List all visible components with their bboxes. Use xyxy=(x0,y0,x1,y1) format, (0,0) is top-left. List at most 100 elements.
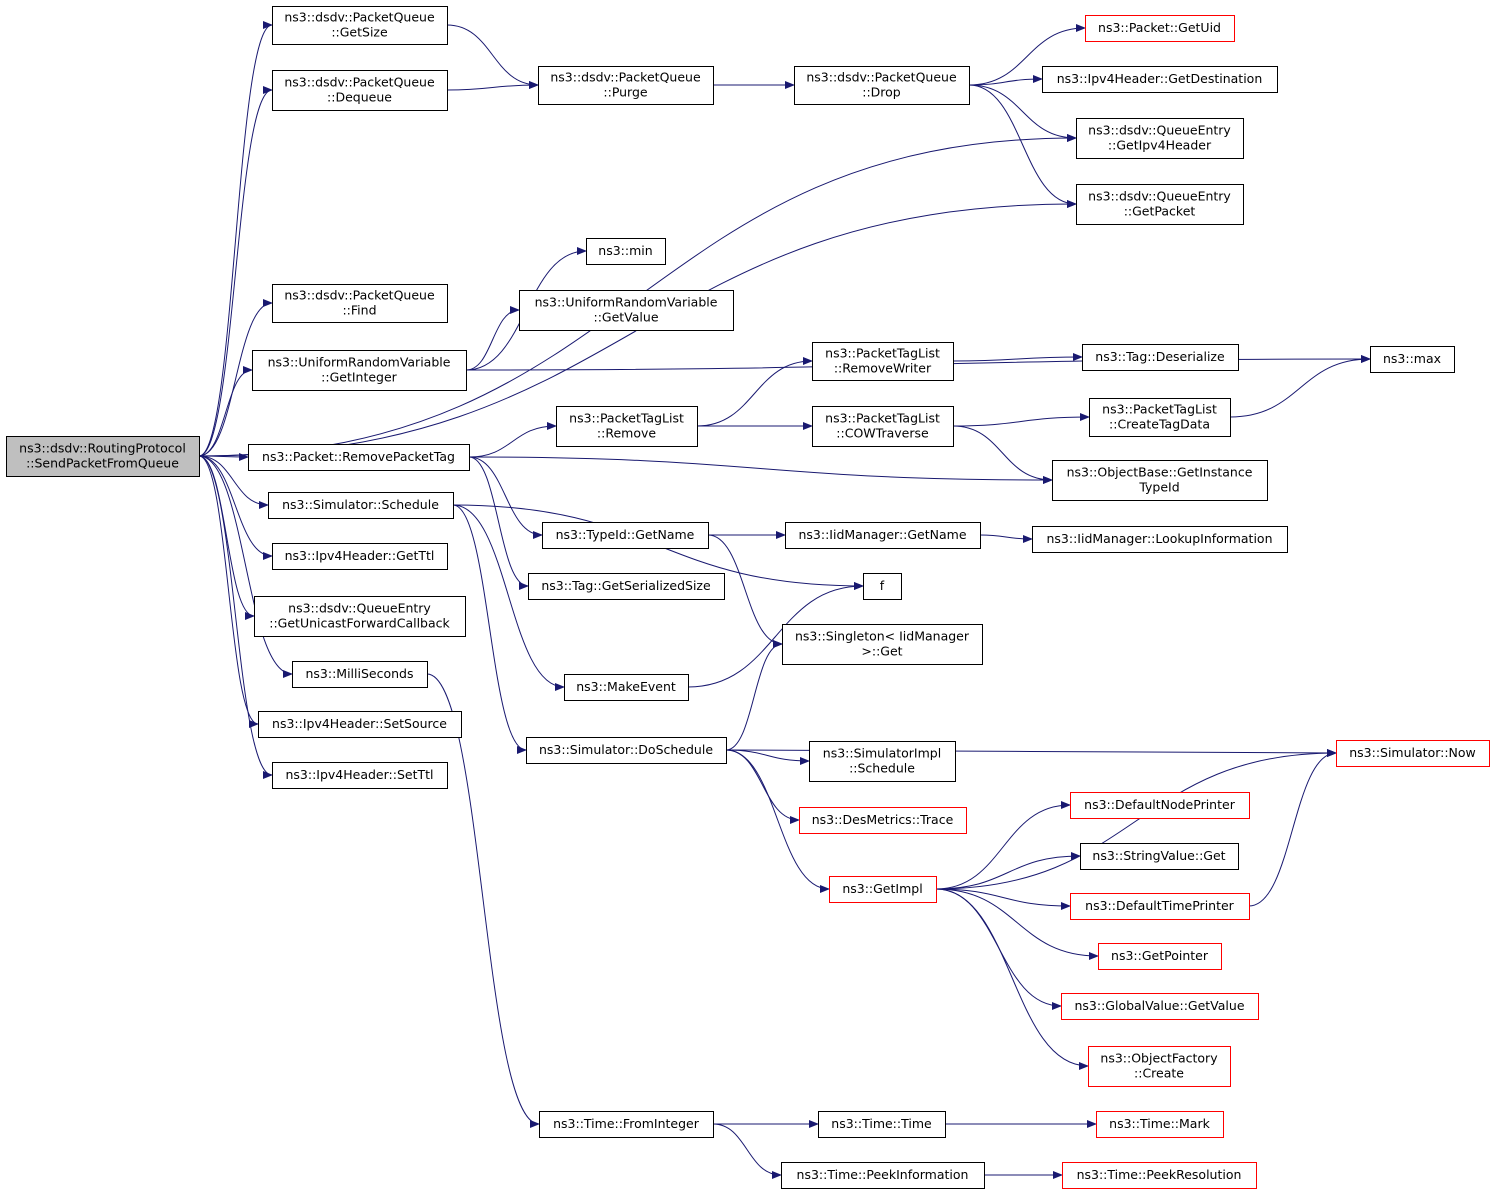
node-ipv4-getdest[interactable]: ns3::Ipv4Header::GetDestination xyxy=(1042,66,1278,93)
node-f[interactable]: f xyxy=(863,573,902,600)
node-box xyxy=(564,674,689,701)
node-getimpl[interactable]: ns3::GetImpl xyxy=(829,876,937,903)
node-packet-removetag[interactable]: ns3::Packet::RemovePacketTag xyxy=(248,444,470,471)
edge-iid_getname-to-iid_lookup xyxy=(979,534,1033,543)
node-time-peekinformation[interactable]: ns3::Time::PeekInformation xyxy=(781,1162,985,1189)
node-ptl-removewriter[interactable]: ns3::PacketTagList::RemoveWriter xyxy=(812,342,954,381)
edge-root-to-pq_dequeue xyxy=(198,86,273,457)
node-box xyxy=(785,522,981,549)
node-sim-doschedule[interactable]: ns3::Simulator::DoSchedule xyxy=(526,737,727,764)
node-stringvalue-get[interactable]: ns3::StringValue::Get xyxy=(1080,843,1239,870)
node-label-line: ns3::DefaultTimePrinter xyxy=(1085,898,1235,913)
node-box xyxy=(1042,66,1278,93)
edge-getimpl-to-stringvalue_get xyxy=(935,852,1081,890)
node-box xyxy=(1070,893,1250,920)
node-tag-getserializedsize[interactable]: ns3::Tag::GetSerializedSize xyxy=(528,573,725,600)
node-label-line: ns3::dsdv::PacketQueue xyxy=(806,70,957,85)
node-milliseconds[interactable]: ns3::MilliSeconds xyxy=(292,661,428,688)
node-sim-now[interactable]: ns3::Simulator::Now xyxy=(1336,740,1490,767)
node-ipv4-setsource[interactable]: ns3::Ipv4Header::SetSource xyxy=(258,711,462,738)
node-desmetrics-trace[interactable]: ns3::DesMetrics::Trace xyxy=(799,807,967,834)
node-label-line: ns3::Time::FromInteger xyxy=(553,1116,700,1131)
node-box xyxy=(863,573,902,600)
node-root[interactable]: ns3::dsdv::RoutingProtocol::SendPacketFr… xyxy=(6,436,200,477)
edge-root-to-milliseconds xyxy=(198,455,293,678)
edge-sim_doschedule-to-singleton_get xyxy=(725,640,783,751)
node-pq-purge[interactable]: ns3::dsdv::PacketQueue::Purge xyxy=(538,66,714,105)
node-label-line: ns3::TypeId::GetName xyxy=(556,527,695,542)
node-label-line: ns3::Packet::RemovePacketTag xyxy=(262,449,455,464)
edge-time_frominteger-to-time_peekinformation xyxy=(712,1123,782,1179)
edge-root-to-ipv4_setttl xyxy=(198,455,273,779)
node-min[interactable]: ns3::min xyxy=(586,238,666,265)
node-simimpl-schedule[interactable]: ns3::SimulatorImpl::Schedule xyxy=(809,741,956,782)
node-time-time[interactable]: ns3::Time::Time xyxy=(818,1111,946,1138)
node-label-line: ns3::dsdv::PacketQueue xyxy=(284,288,435,303)
node-getpointer[interactable]: ns3::GetPointer xyxy=(1098,943,1222,970)
node-layer: ns3::dsdv::RoutingProtocol::SendPacketFr… xyxy=(6,6,1490,1189)
node-time-frominteger[interactable]: ns3::Time::FromInteger xyxy=(539,1111,714,1138)
edge-milliseconds-to-time_frominteger xyxy=(426,673,540,1128)
node-pq-find[interactable]: ns3::dsdv::PacketQueue::Find xyxy=(272,284,448,323)
node-label-line: ns3::PacketTagList xyxy=(825,346,940,361)
node-tag-deserialize[interactable]: ns3::Tag::Deserialize xyxy=(1082,344,1239,371)
node-globalvalue-getvalue[interactable]: ns3::GlobalValue::GetValue xyxy=(1061,993,1259,1020)
node-ptl-cowtraverse[interactable]: ns3::PacketTagList::COWTraverse xyxy=(812,406,954,447)
node-makeevent[interactable]: ns3::MakeEvent xyxy=(564,674,689,701)
node-label-line: f xyxy=(880,578,885,593)
node-pq-getsize[interactable]: ns3::dsdv::PacketQueue::GetSize xyxy=(272,6,448,45)
edge-pq_getsize-to-pq_purge xyxy=(446,24,539,89)
node-defaulttimeprinter[interactable]: ns3::DefaultTimePrinter xyxy=(1070,893,1250,920)
node-label-line: TypeId xyxy=(1138,480,1179,495)
node-urv-getinteger[interactable]: ns3::UniformRandomVariable::GetInteger xyxy=(252,350,467,391)
node-max[interactable]: ns3::max xyxy=(1370,346,1455,373)
node-box xyxy=(272,284,448,323)
node-box xyxy=(1096,1111,1224,1138)
node-label-line: ns3::MakeEvent xyxy=(576,679,676,694)
node-qe-getunicastfwd[interactable]: ns3::dsdv::QueueEntry::GetUnicastForward… xyxy=(254,596,466,637)
node-defaultnodeprinter[interactable]: ns3::DefaultNodePrinter xyxy=(1070,792,1250,819)
node-label-line: ::SendPacketFromQueue xyxy=(26,456,179,471)
node-box xyxy=(1076,184,1244,225)
node-singleton-get[interactable]: ns3::Singleton< IidManager>::Get xyxy=(782,624,983,665)
edge-pq_dequeue-to-pq_purge xyxy=(446,81,539,91)
edge-pq_drop-to-qe_getpacket xyxy=(968,84,1077,208)
node-label-line: ns3::DesMetrics::Trace xyxy=(812,812,954,827)
node-typeid-getname[interactable]: ns3::TypeId::GetName xyxy=(542,522,709,549)
edge-sim_doschedule-to-simimpl_schedule xyxy=(725,749,810,765)
node-time-mark[interactable]: ns3::Time::Mark xyxy=(1096,1111,1224,1138)
node-iid-getname[interactable]: ns3::IidManager::GetName xyxy=(785,522,981,549)
node-pq-drop[interactable]: ns3::dsdv::PacketQueue::Drop xyxy=(794,66,970,105)
node-ipv4-getttl[interactable]: ns3::Ipv4Header::GetTtl xyxy=(272,543,448,570)
node-iid-lookup[interactable]: ns3::IidManager::LookupInformation xyxy=(1032,526,1288,553)
node-urv-getvalue[interactable]: ns3::UniformRandomVariable::GetValue xyxy=(519,290,734,331)
edge-urv_getinteger-to-urv_getvalue xyxy=(465,306,520,371)
node-objectfactory-create[interactable]: ns3::ObjectFactory::Create xyxy=(1088,1046,1231,1087)
node-label-line: ::Find xyxy=(342,303,376,318)
node-label-line: ns3::dsdv::PacketQueue xyxy=(284,75,435,90)
node-ptl-remove[interactable]: ns3::PacketTagList::Remove xyxy=(556,406,698,447)
node-box xyxy=(781,1162,985,1189)
node-ptl-createtagdata[interactable]: ns3::PacketTagList::CreateTagData xyxy=(1089,398,1231,437)
node-box xyxy=(248,444,470,471)
node-label-line: ns3::min xyxy=(598,243,652,258)
node-box xyxy=(528,573,725,600)
edge-root-to-sim_schedule xyxy=(198,455,269,509)
edge-packet_removetag-to-typeid_getname xyxy=(468,456,543,539)
node-ipv4-setttl[interactable]: ns3::Ipv4Header::SetTtl xyxy=(272,762,448,789)
node-label-line: ns3::Singleton< IidManager xyxy=(795,629,970,644)
node-label-line: ns3::Ipv4Header::GetTtl xyxy=(285,548,435,563)
node-box xyxy=(272,762,448,789)
edge-pq_drop-to-packet_getuid xyxy=(968,24,1086,86)
node-packet-getuid[interactable]: ns3::Packet::GetUid xyxy=(1085,15,1235,42)
node-qe-getipv4[interactable]: ns3::dsdv::QueueEntry::GetIpv4Header xyxy=(1076,118,1244,159)
node-box xyxy=(519,290,734,331)
node-label-line: ::Create xyxy=(1134,1066,1184,1081)
node-sim-schedule[interactable]: ns3::Simulator::Schedule xyxy=(268,492,454,519)
node-pq-dequeue[interactable]: ns3::dsdv::PacketQueue::Dequeue xyxy=(272,70,448,111)
node-box xyxy=(254,596,466,637)
node-qe-getpacket[interactable]: ns3::dsdv::QueueEntry::GetPacket xyxy=(1076,184,1244,225)
node-time-peekresolution[interactable]: ns3::Time::PeekResolution xyxy=(1062,1162,1257,1189)
edge-root-to-qe_getunicastfwd xyxy=(198,455,255,620)
